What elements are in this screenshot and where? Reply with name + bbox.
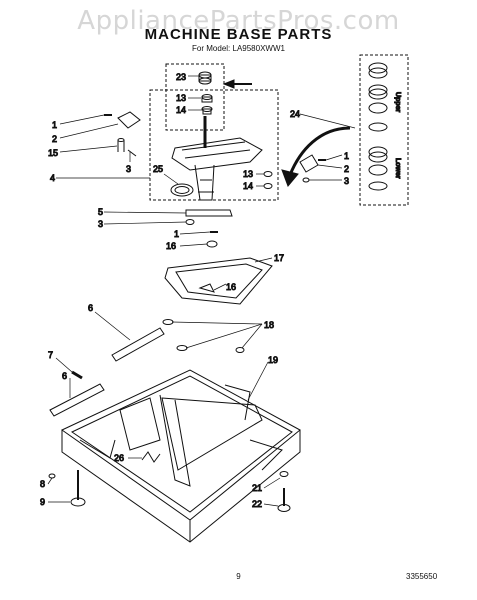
callout-18: 18	[264, 320, 274, 330]
upper-label: Upper	[394, 92, 401, 113]
bearing-detail-box	[149, 63, 279, 201]
base-plate	[164, 257, 273, 305]
model-subtitle: For Model: LA9580XWW1	[192, 44, 285, 53]
callout-16: 16	[166, 241, 176, 251]
callout-23: 23	[176, 72, 186, 82]
center-hardware	[185, 209, 233, 248]
callout-5: 5	[98, 207, 103, 217]
callout-3: 3	[126, 164, 131, 174]
callout-17: 17	[274, 253, 284, 263]
diagram-title: MACHINE BASE PARTS	[144, 26, 333, 43]
callout-14: 14	[243, 181, 253, 191]
callout-3: 3	[344, 176, 349, 186]
callout-8: 8	[40, 479, 45, 489]
clip	[141, 451, 161, 463]
base-frame	[61, 369, 301, 543]
callout-13: 13	[176, 93, 186, 103]
leveling-feet	[48, 470, 291, 512]
callout-22: 22	[252, 499, 262, 509]
reference-arrow	[281, 126, 351, 187]
document-number: 3355650	[406, 572, 438, 581]
callout-15: 15	[48, 148, 58, 158]
callout-3: 3	[98, 219, 103, 229]
pulley-ring	[170, 183, 194, 197]
straps	[49, 319, 245, 417]
callout-25: 25	[153, 164, 163, 174]
callout-2: 2	[344, 164, 349, 174]
left-bracket-parts	[104, 111, 141, 157]
callout-1: 1	[344, 151, 349, 161]
callout-21: 21	[252, 483, 262, 493]
callout-4: 4	[50, 173, 55, 183]
side-panel	[359, 54, 409, 206]
callout-6: 6	[62, 371, 67, 381]
lower-label: Lower	[394, 158, 401, 179]
bearing-stack	[198, 71, 213, 115]
callout-2: 2	[52, 134, 57, 144]
callout-7: 7	[48, 350, 53, 360]
callout-26: 26	[114, 453, 124, 463]
callout-24: 24	[290, 109, 300, 119]
callout-19: 19	[268, 355, 278, 365]
watermark: AppliancePartsPros.com	[77, 6, 400, 36]
callout-1: 1	[174, 229, 179, 239]
callout-9: 9	[40, 497, 45, 507]
callout-6: 6	[88, 303, 93, 313]
callout-14: 14	[176, 105, 186, 115]
callout-1: 1	[52, 120, 57, 130]
callout-13: 13	[243, 169, 253, 179]
callout-16: 16	[226, 282, 236, 292]
right-bracket-parts	[263, 154, 326, 189]
transmission-assembly	[171, 116, 263, 201]
leader-lines	[47, 75, 356, 507]
page-number: 9	[236, 572, 241, 581]
